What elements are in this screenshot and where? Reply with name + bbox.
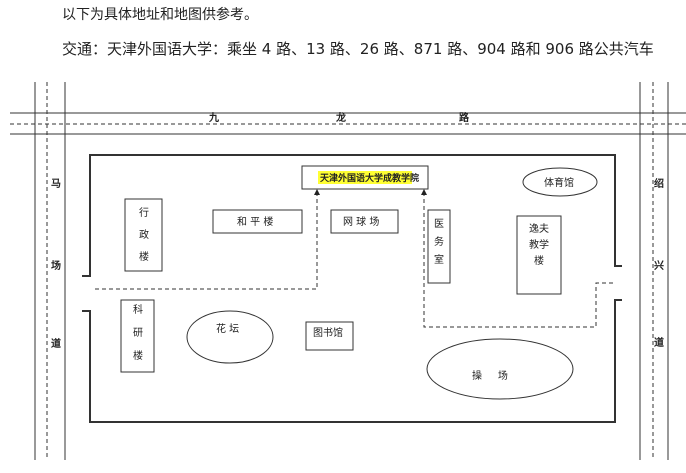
yifu-label: 楼 bbox=[534, 254, 544, 267]
road-label: 兴 bbox=[654, 259, 664, 272]
admin-label: 行 bbox=[139, 206, 149, 219]
road-label: 九 bbox=[208, 111, 219, 124]
road-label: 道 bbox=[51, 337, 61, 350]
destination-highlight bbox=[318, 171, 412, 184]
admin-label: 楼 bbox=[139, 250, 149, 263]
road-label: 马 bbox=[51, 178, 61, 190]
road-label: 道 bbox=[654, 336, 664, 349]
road-label: 场 bbox=[51, 259, 61, 272]
clinic-label: 医 bbox=[434, 218, 444, 230]
garden-ellipse bbox=[186, 310, 274, 364]
destination-label: 天津外国语大学成教学院 bbox=[320, 172, 419, 184]
yifu-label: 逸夫 bbox=[529, 223, 549, 235]
gym-label: 体育馆 bbox=[544, 176, 574, 189]
playground-ellipse bbox=[426, 338, 574, 400]
heping-label: 和 平 楼 bbox=[237, 215, 273, 228]
route-path-west bbox=[95, 189, 320, 290]
playground-label: 操 场 bbox=[472, 369, 508, 382]
yifu-building-box bbox=[516, 215, 562, 295]
library-box bbox=[305, 321, 354, 351]
campus-wall bbox=[82, 154, 622, 423]
yifu-label: 教学 bbox=[529, 238, 549, 251]
tennis-label: 网 球 场 bbox=[343, 215, 379, 228]
research-building-box bbox=[120, 299, 155, 373]
road-label: 龙 bbox=[335, 111, 346, 124]
left-road bbox=[34, 82, 66, 460]
transport-text: 交通：天津外国语大学：乘坐 4 路、13 路、26 路、871 路、904 路和… bbox=[62, 40, 654, 58]
tennis-court-box bbox=[330, 209, 399, 234]
right-road bbox=[639, 82, 669, 460]
destination-box bbox=[301, 165, 429, 190]
clinic-label: 务 bbox=[434, 235, 444, 248]
research-label: 楼 bbox=[133, 349, 143, 362]
garden-label: 花 坛 bbox=[216, 322, 239, 335]
clinic-label: 室 bbox=[434, 253, 444, 266]
gym-ellipse bbox=[522, 167, 598, 197]
road-label: 绍 bbox=[654, 177, 664, 190]
heping-building-box bbox=[212, 209, 303, 234]
admin-building-box bbox=[124, 198, 163, 272]
research-label: 研 bbox=[133, 327, 143, 339]
route-path-east bbox=[421, 189, 613, 328]
clinic-box bbox=[427, 209, 451, 284]
research-label: 科 bbox=[133, 303, 143, 316]
road-label: 路 bbox=[459, 111, 470, 124]
top-road bbox=[10, 112, 686, 135]
library-label: 图书馆 bbox=[313, 326, 343, 339]
intro-text: 以下为具体地址和地图供参考。 bbox=[62, 7, 258, 23]
admin-label: 政 bbox=[139, 228, 149, 241]
